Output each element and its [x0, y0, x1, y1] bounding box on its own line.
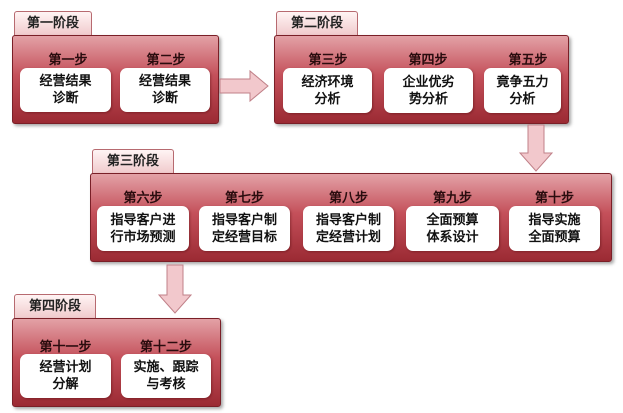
step-10-label: 第十步 [534, 191, 574, 206]
step-8-box: 指导客户制 定经营计划 [303, 206, 394, 251]
stage-3-tab: 第三阶段 [92, 149, 174, 174]
step-1-box: 经营结果 诊断 [20, 68, 111, 112]
step-2-box: 经营结果 诊断 [120, 68, 210, 112]
step-11-label: 第十一步 [39, 340, 92, 355]
step-7-label: 第七步 [224, 191, 264, 206]
stage-1-tab: 第一阶段 [14, 11, 92, 36]
step-6-label: 第六步 [123, 191, 163, 206]
arrow-down-icon [518, 124, 554, 172]
step-6-box: 指导客户进 行市场预测 [97, 206, 189, 251]
step-1-label: 第一步 [48, 53, 88, 68]
arrow-right-icon [219, 69, 269, 103]
step-9-box: 全面预算 体系设计 [406, 206, 499, 251]
step-9-label: 第九步 [432, 191, 472, 206]
step-11-box: 经营计划 分解 [20, 354, 111, 398]
step-5-label: 第五步 [508, 53, 548, 68]
step-10-box: 指导实施 全面预算 [509, 206, 600, 251]
arrow-down-icon [157, 264, 193, 314]
step-5-box: 竟争五力 分析 [484, 68, 561, 113]
stage-4-tab: 第四阶段 [14, 294, 96, 319]
step-8-label: 第八步 [328, 191, 368, 206]
step-12-box: 实施、跟踪 与考核 [121, 354, 211, 398]
step-4-label: 第四步 [408, 53, 448, 68]
step-3-label: 第三步 [308, 53, 348, 68]
step-12-label: 第十二步 [139, 340, 192, 355]
step-4-box: 企业优劣 势分析 [384, 68, 473, 113]
step-2-label: 第二步 [146, 53, 186, 68]
step-3-box: 经济环境 分析 [283, 68, 372, 113]
stage-2-tab: 第二阶段 [276, 11, 358, 36]
step-7-box: 指导客户制 定经营目标 [199, 206, 290, 251]
